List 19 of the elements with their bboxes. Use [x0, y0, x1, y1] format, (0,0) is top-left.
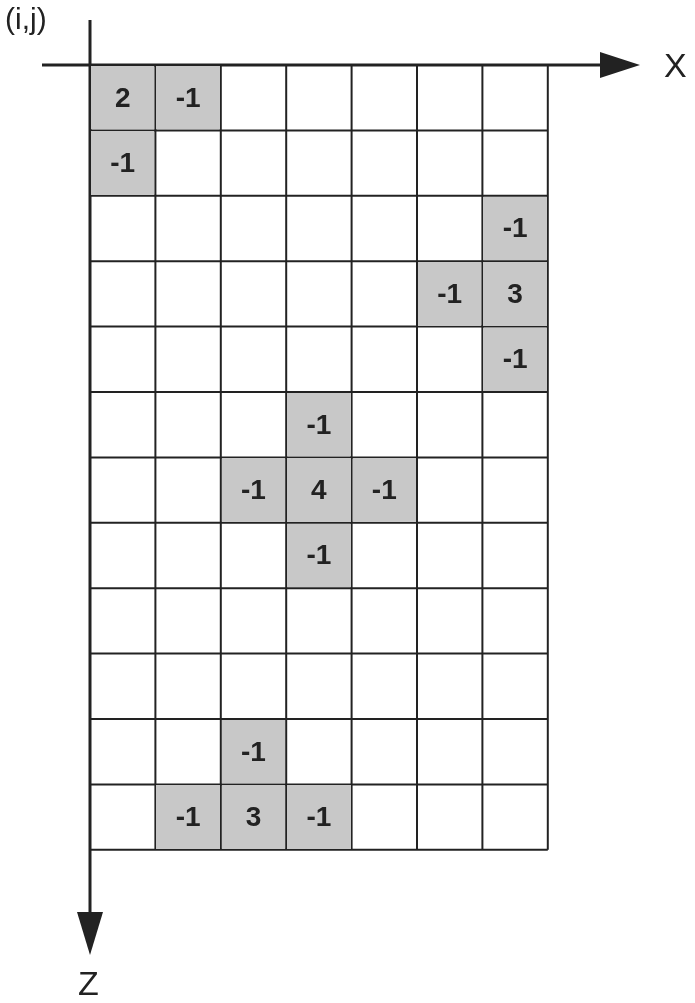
grid-value: -1 — [418, 262, 482, 326]
grid-value: -1 — [91, 131, 155, 195]
axis-label: Z — [78, 966, 99, 1000]
grid-value: -1 — [287, 523, 351, 588]
grid-value: 3 — [221, 785, 286, 849]
grid-value: -1 — [483, 196, 547, 261]
grid-value: -1 — [287, 393, 351, 457]
grid-value: -1 — [156, 66, 220, 130]
axis-label: X — [664, 48, 687, 82]
grid-value: 4 — [287, 458, 351, 522]
grid-value: -1 — [287, 785, 351, 849]
grid-value: 3 — [483, 262, 547, 326]
grid-value: -1 — [221, 458, 286, 522]
origin-label: (i,j) — [5, 4, 47, 34]
grid-value: -1 — [221, 720, 286, 784]
grid-value: -1 — [352, 458, 416, 522]
grid-value: -1 — [156, 785, 220, 849]
grid-value: 2 — [91, 66, 155, 130]
grid-value: -1 — [483, 327, 547, 391]
